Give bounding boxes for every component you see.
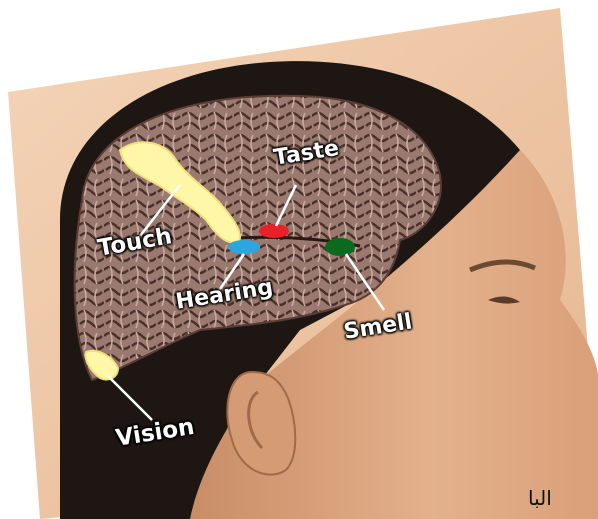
smell-region	[325, 238, 355, 256]
caption-text: البا	[528, 486, 552, 510]
taste-region	[259, 224, 289, 238]
hearing-region	[228, 240, 260, 254]
